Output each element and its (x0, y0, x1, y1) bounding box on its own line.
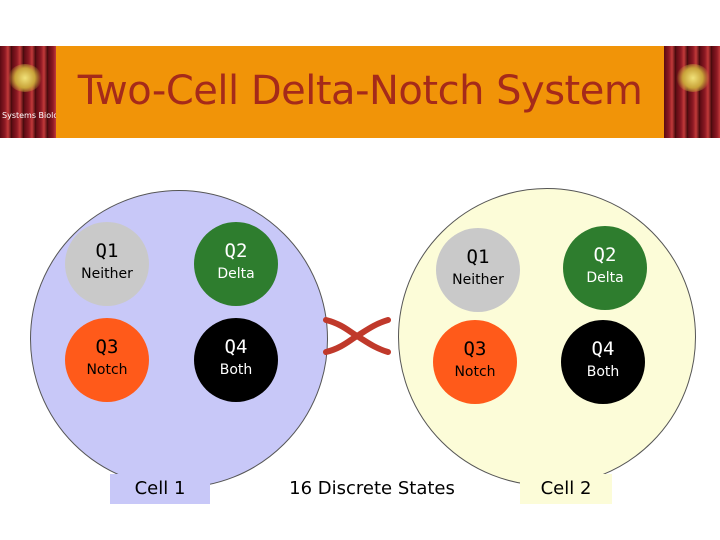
cell2-q1-neither: Q1 Neither (436, 228, 520, 312)
quadrant-label: Q4 (591, 338, 615, 360)
quadrant-state: Neither (81, 266, 133, 282)
systems-biology-image-left: Systems Biology (0, 46, 56, 138)
image-caption: Systems Biology (2, 111, 56, 120)
quadrant-label: Q3 (463, 338, 487, 360)
quadrant-state: Delta (217, 266, 255, 282)
cell1-q2-delta: Q2 Delta (194, 222, 278, 306)
quadrant-label: Q3 (95, 336, 119, 358)
quadrant-label: Q1 (95, 240, 119, 262)
quadrant-label: Q4 (224, 336, 248, 358)
cell1-q4-both: Q4 Both (194, 318, 278, 402)
cell2-q3-notch: Q3 Notch (433, 320, 517, 404)
quadrant-state: Both (219, 362, 253, 378)
slide-title: Two-Cell Delta-Notch System (77, 68, 643, 114)
quadrant-label: Q1 (466, 246, 490, 268)
cell1-q3-notch: Q3 Notch (65, 318, 149, 402)
quadrant-state: Notch (454, 364, 496, 380)
cell-2-label: Cell 2 (520, 474, 612, 504)
quadrant-state: Both (586, 364, 620, 380)
cross-product-icon (323, 317, 391, 355)
cell2-q4-both: Q4 Both (561, 320, 645, 404)
title-banner: Two-Cell Delta-Notch System (56, 46, 664, 138)
discrete-states-label: 16 Discrete States (289, 478, 455, 499)
systems-biology-image-right (664, 46, 720, 138)
cell2-q2-delta: Q2 Delta (563, 226, 647, 310)
quadrant-label: Q2 (224, 240, 248, 262)
quadrant-state: Notch (86, 362, 128, 378)
quadrant-state: Delta (586, 270, 624, 286)
cell-1-label: Cell 1 (110, 474, 210, 504)
quadrant-label: Q2 (593, 244, 617, 266)
quadrant-state: Neither (452, 272, 504, 288)
cell1-q1-neither: Q1 Neither (65, 222, 149, 306)
